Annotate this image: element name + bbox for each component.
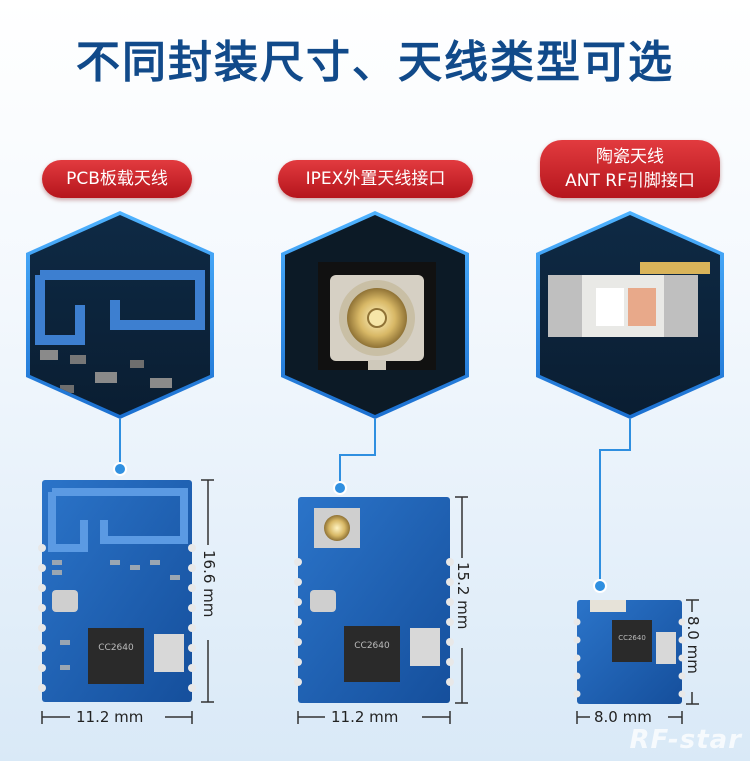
module-pcb-antenna: CC2640: [38, 480, 196, 702]
pcb-antenna-closeup: [26, 211, 214, 476]
module-3-height-label: 8.0 mm: [684, 616, 702, 674]
module-ceramic: CC2640: [573, 600, 686, 704]
module-1-chip-text: CC2640: [98, 643, 134, 653]
ipex-connector-closeup: [281, 211, 469, 495]
module-1-height-label: 16.6 mm: [200, 550, 218, 618]
module-1-width-label: 11.2 mm: [76, 708, 144, 726]
label-pcb-antenna-text: PCB板载天线: [66, 169, 168, 189]
dimension-lines: [41, 479, 699, 724]
label-pcb-antenna: PCB板载天线: [42, 160, 192, 198]
label-ipex-antenna-text: IPEX外置天线接口: [305, 169, 446, 189]
module-2-width-label: 11.2 mm: [331, 708, 399, 726]
module-ipex: CC2640: [294, 497, 454, 703]
module-2-chip-text: CC2640: [354, 641, 390, 651]
page-title: 不同封装尺寸、天线类型可选: [76, 37, 674, 88]
label-ipex-antenna: IPEX外置天线接口: [278, 160, 473, 198]
module-3-chip-text: CC2640: [618, 634, 646, 642]
label-ceramic-line1: 陶瓷天线: [596, 147, 664, 167]
module-3-width-label: 8.0 mm: [594, 708, 652, 726]
label-ceramic-antenna: 陶瓷天线 ANT RF引脚接口: [540, 140, 720, 198]
label-ceramic-line2: ANT RF引脚接口: [565, 171, 695, 191]
module-2-height-label: 15.2 mm: [454, 562, 472, 630]
brand-logo: RF-star: [629, 725, 742, 755]
ceramic-antenna-closeup: [536, 211, 724, 593]
